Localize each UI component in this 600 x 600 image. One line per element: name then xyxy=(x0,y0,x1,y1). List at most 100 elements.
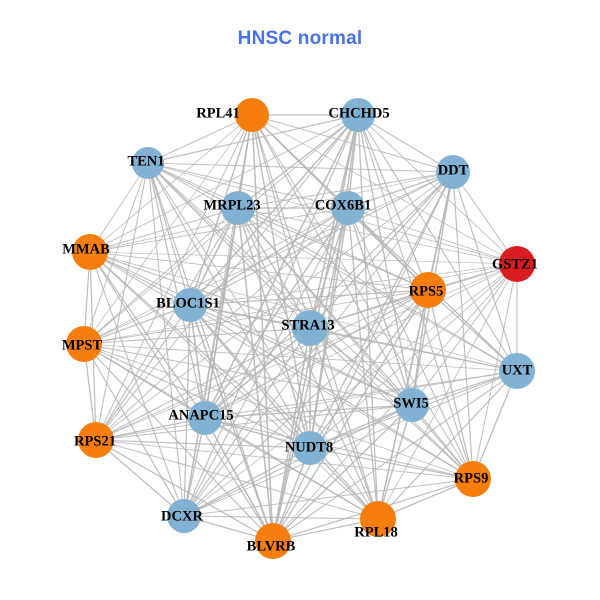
network-edge xyxy=(189,304,274,542)
network-edge xyxy=(89,251,274,542)
network-edge xyxy=(309,327,413,406)
network-edge xyxy=(357,114,454,173)
network-edge xyxy=(251,114,474,480)
network-node-mrpl23[interactable] xyxy=(221,191,255,225)
network-edge xyxy=(347,207,474,480)
network-edge xyxy=(89,207,239,253)
network-edge xyxy=(89,251,311,449)
network-edge xyxy=(83,327,311,345)
network-edge xyxy=(83,263,518,345)
network-edge xyxy=(452,171,518,265)
network-node-chchd5[interactable] xyxy=(341,98,375,132)
network-edge xyxy=(272,171,454,542)
page-title: HNSC normal xyxy=(237,28,363,49)
network-edge xyxy=(95,439,379,520)
network-edge xyxy=(89,251,429,291)
network-edge xyxy=(427,289,518,372)
network-edge xyxy=(83,343,185,517)
network-node-cox6b1[interactable] xyxy=(331,191,365,225)
network-edge xyxy=(204,417,274,542)
network-node-anapc15[interactable] xyxy=(188,401,222,435)
network-edge xyxy=(183,447,311,517)
network-edge xyxy=(147,162,518,372)
network-edge xyxy=(347,207,518,265)
network-edge xyxy=(189,263,518,306)
network-edge xyxy=(95,171,454,441)
network-edge xyxy=(204,263,518,419)
network-node-rpl41[interactable] xyxy=(235,98,269,132)
network-edge xyxy=(309,327,518,372)
network-node-nudt8[interactable] xyxy=(293,431,327,465)
network-node-ten1[interactable] xyxy=(132,147,164,179)
network-node-rps5[interactable] xyxy=(410,272,446,308)
network-edge xyxy=(309,289,429,329)
network-node-mmab[interactable] xyxy=(72,234,108,270)
network-edge xyxy=(89,251,379,520)
network-edge xyxy=(89,251,413,406)
network-edge xyxy=(189,171,454,306)
node-layer xyxy=(66,98,535,559)
network-edge xyxy=(95,370,518,441)
network-edge xyxy=(272,289,429,542)
network-edge xyxy=(377,404,413,520)
network-edge xyxy=(204,370,518,419)
network-edge xyxy=(272,404,413,542)
network-edge xyxy=(204,417,311,449)
network-edge xyxy=(347,207,429,291)
network-node-blvrb[interactable] xyxy=(255,523,291,559)
network-edge xyxy=(204,207,349,419)
network-edge xyxy=(309,289,429,449)
network-edge xyxy=(377,263,518,520)
network-edge xyxy=(183,171,454,517)
network-node-dcxr[interactable] xyxy=(167,499,201,533)
network-node-rps21[interactable] xyxy=(78,422,114,458)
network-edge xyxy=(237,114,359,209)
network-node-bloc1s1[interactable] xyxy=(173,288,207,322)
network-edge xyxy=(89,251,191,306)
network-edge xyxy=(147,162,311,449)
network-edge xyxy=(147,162,349,209)
network-node-uxt[interactable] xyxy=(499,353,535,389)
network-edge xyxy=(95,207,349,441)
network-edge xyxy=(183,207,349,517)
network-edge xyxy=(147,114,359,164)
network-edge xyxy=(251,114,311,449)
network-edge xyxy=(189,114,359,306)
network-edge xyxy=(95,304,191,441)
network-edge xyxy=(251,114,518,265)
network-edge xyxy=(204,207,239,419)
network-edge xyxy=(309,207,349,329)
network-edge xyxy=(95,417,206,441)
network-node-rps9[interactable] xyxy=(455,461,491,497)
network-edge xyxy=(83,304,191,345)
network-edge xyxy=(272,263,518,542)
network-edge xyxy=(147,162,379,520)
network-edge xyxy=(147,162,454,173)
network-edge xyxy=(204,417,474,480)
network-node-ddt[interactable] xyxy=(436,155,470,189)
network-edge xyxy=(309,327,379,520)
network-edge xyxy=(183,263,518,517)
network-edge xyxy=(83,207,349,345)
network-edge xyxy=(189,207,349,306)
network-edge xyxy=(83,343,474,480)
network-edge xyxy=(183,370,518,517)
network-edge xyxy=(83,162,149,345)
network-edge xyxy=(83,343,518,372)
network-node-gstz1[interactable] xyxy=(499,246,535,282)
network-node-swi5[interactable] xyxy=(395,388,429,422)
network-node-mpst[interactable] xyxy=(66,326,102,362)
network-edge xyxy=(147,162,206,419)
network-edge xyxy=(204,289,429,419)
network-edge xyxy=(89,251,311,329)
network-edge xyxy=(83,343,311,449)
network-edge xyxy=(95,439,185,517)
network-node-rpl18[interactable] xyxy=(360,501,396,537)
network-edge xyxy=(347,171,454,209)
network-node-stra13[interactable] xyxy=(292,310,328,346)
network-edge xyxy=(427,289,474,480)
network-edge xyxy=(237,171,454,209)
network-edge xyxy=(347,207,379,520)
network-edge xyxy=(452,171,518,372)
